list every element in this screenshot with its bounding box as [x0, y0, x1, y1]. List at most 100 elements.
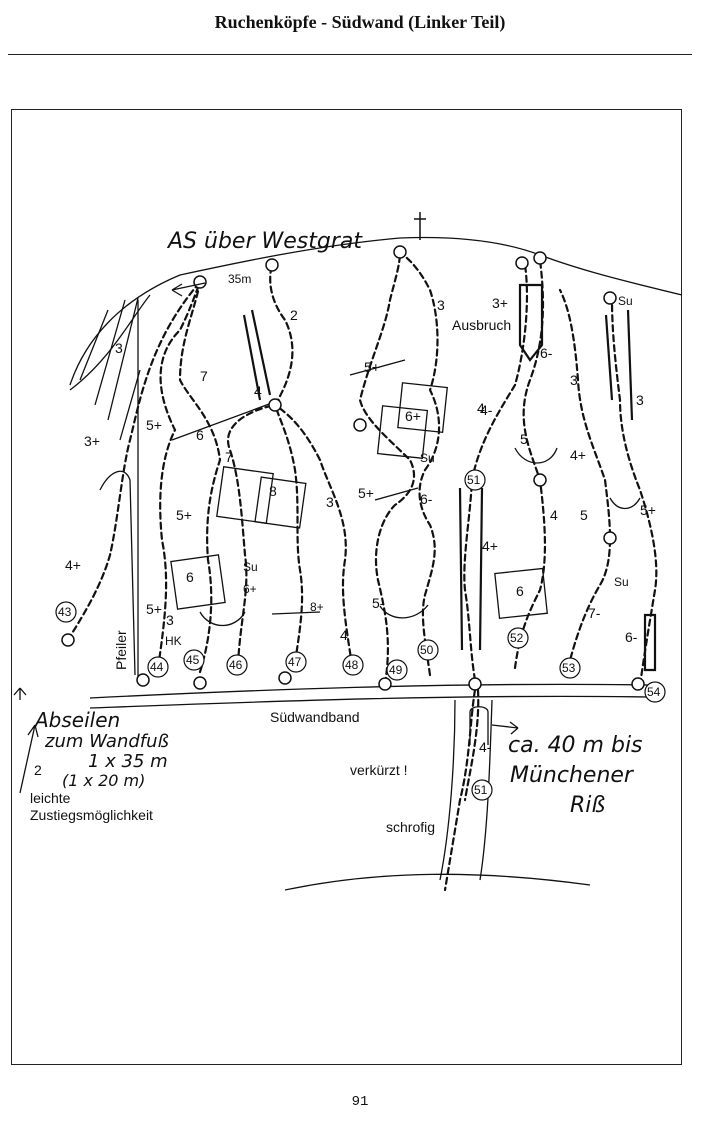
- route-46: [227, 263, 294, 667]
- svg-text:5-: 5-: [372, 595, 385, 611]
- svg-text:4-: 4-: [480, 402, 493, 418]
- svg-text:4: 4: [550, 507, 558, 523]
- route-54: [610, 298, 658, 687]
- svg-text:3: 3: [166, 612, 174, 628]
- suedwandband-lower: [89, 695, 651, 709]
- route-43: [66, 280, 202, 642]
- pfeiler-label: Pfeiler: [113, 630, 129, 670]
- route-49: [358, 250, 416, 686]
- ausbruch-pillar: [518, 283, 544, 362]
- route-number-51-lower: 51: [471, 779, 493, 801]
- svg-text:6: 6: [196, 427, 204, 443]
- header-rule: [8, 54, 692, 55]
- svg-text:3: 3: [570, 372, 578, 388]
- svg-text:5+: 5+: [358, 485, 374, 501]
- crack-1: [242, 314, 262, 401]
- svg-text:5+: 5+: [176, 507, 192, 523]
- svg-text:Su: Su: [420, 451, 435, 465]
- crack-6: [626, 309, 634, 421]
- svg-text:51: 51: [467, 473, 481, 487]
- svg-text:35m: 35m: [228, 272, 251, 286]
- svg-text:7: 7: [225, 449, 233, 465]
- overhang-4: [609, 497, 641, 510]
- crack-2: [250, 309, 272, 396]
- schrofig-label: schrofig: [386, 819, 435, 835]
- route-47: [273, 403, 304, 664]
- gully-left: [439, 699, 456, 881]
- rope-hatch-3: [374, 487, 419, 501]
- access-arrow-icon: [13, 687, 27, 700]
- suedwandband-label: Südwandband: [270, 709, 360, 725]
- svg-text:Su: Su: [614, 575, 629, 589]
- route-number-45: 45: [183, 649, 205, 671]
- svg-text:50: 50: [420, 643, 434, 657]
- route-number-48: 48: [342, 654, 364, 676]
- summit-cross-icon: [414, 212, 426, 240]
- verkuerzt-label: verkürzt !: [350, 762, 408, 778]
- suedwandband-upper: [89, 683, 651, 699]
- route-number-46: 46: [226, 654, 248, 676]
- grade-labels: 3 3+ 4+ 5+ 5+ 7 4 6 7 8 5+ 6 6+ Su 8+ 2 …: [65, 272, 656, 755]
- route-number-51: 51: [464, 469, 486, 491]
- svg-text:4: 4: [477, 400, 485, 416]
- abseil-note-2: zum Wandfuß: [44, 731, 169, 752]
- ridge-line: [69, 236, 683, 386]
- route-access-2: [463, 688, 480, 802]
- hatched-pillar: [69, 294, 151, 680]
- svg-text:46: 46: [229, 658, 243, 672]
- svg-text:4-: 4-: [479, 739, 492, 755]
- route-number-44: 44: [147, 656, 169, 678]
- overhang-1: [199, 611, 246, 626]
- svg-text:6: 6: [516, 583, 524, 599]
- route-45: [178, 280, 222, 674]
- route-access: [443, 688, 477, 892]
- svg-text:4+: 4+: [65, 557, 81, 573]
- svg-text:43: 43: [58, 605, 72, 619]
- topo-frame: [11, 109, 682, 1065]
- svg-text:7-: 7-: [588, 605, 601, 621]
- munich-arrow-icon: [491, 721, 519, 735]
- abseil-note-1: Abseilen: [33, 708, 120, 732]
- block-6-right: [494, 567, 548, 619]
- hk-label: HK: [165, 634, 182, 648]
- svg-text:6-: 6-: [540, 345, 553, 361]
- rope-hatch-1: [171, 399, 281, 441]
- descent-arrow-icon: [171, 282, 206, 297]
- abseil-note-3: 1 x 35 m: [88, 751, 168, 772]
- svg-text:5+: 5+: [146, 417, 162, 433]
- block-8-right: [254, 476, 307, 529]
- svg-text:4+: 4+: [570, 447, 586, 463]
- svg-text:6: 6: [186, 569, 194, 585]
- svg-text:45: 45: [186, 653, 200, 667]
- route-number-54: 54: [644, 681, 666, 703]
- svg-text:Su: Su: [618, 294, 633, 308]
- svg-text:3: 3: [326, 494, 334, 510]
- svg-text:54: 54: [647, 685, 661, 699]
- route-53: [558, 288, 612, 670]
- svg-text:53: 53: [562, 661, 576, 675]
- svg-text:5+: 5+: [364, 359, 380, 375]
- svg-text:3+: 3+: [492, 295, 508, 311]
- block-6plus-b: [397, 382, 448, 433]
- route-number-43: 43: [55, 601, 77, 623]
- svg-text:6-: 6-: [625, 629, 638, 645]
- leichte-label: leichte: [30, 790, 71, 806]
- svg-text:5+: 5+: [146, 601, 162, 617]
- route-number-49: 49: [386, 659, 408, 681]
- svg-text:4: 4: [340, 627, 348, 643]
- route-number-52: 52: [507, 627, 529, 649]
- page-title: Ruchenköpfe - Südwand (Linker Teil): [214, 12, 506, 32]
- route-50: [398, 250, 441, 677]
- svg-text:Su: Su: [243, 560, 258, 574]
- abseil-note-4: (1 x 20 m): [62, 771, 145, 790]
- route-48: [273, 403, 354, 667]
- svg-text:4: 4: [254, 383, 262, 399]
- overhang-3: [514, 447, 558, 464]
- svg-text:5+: 5+: [640, 502, 656, 518]
- rope-hatch-4: [271, 611, 321, 615]
- ausbruch-label: Ausbruch: [452, 317, 511, 333]
- page-number: 91: [351, 1094, 369, 1110]
- svg-text:5: 5: [580, 507, 588, 523]
- route-number-47: 47: [285, 651, 307, 673]
- belay-anchors: [61, 245, 645, 691]
